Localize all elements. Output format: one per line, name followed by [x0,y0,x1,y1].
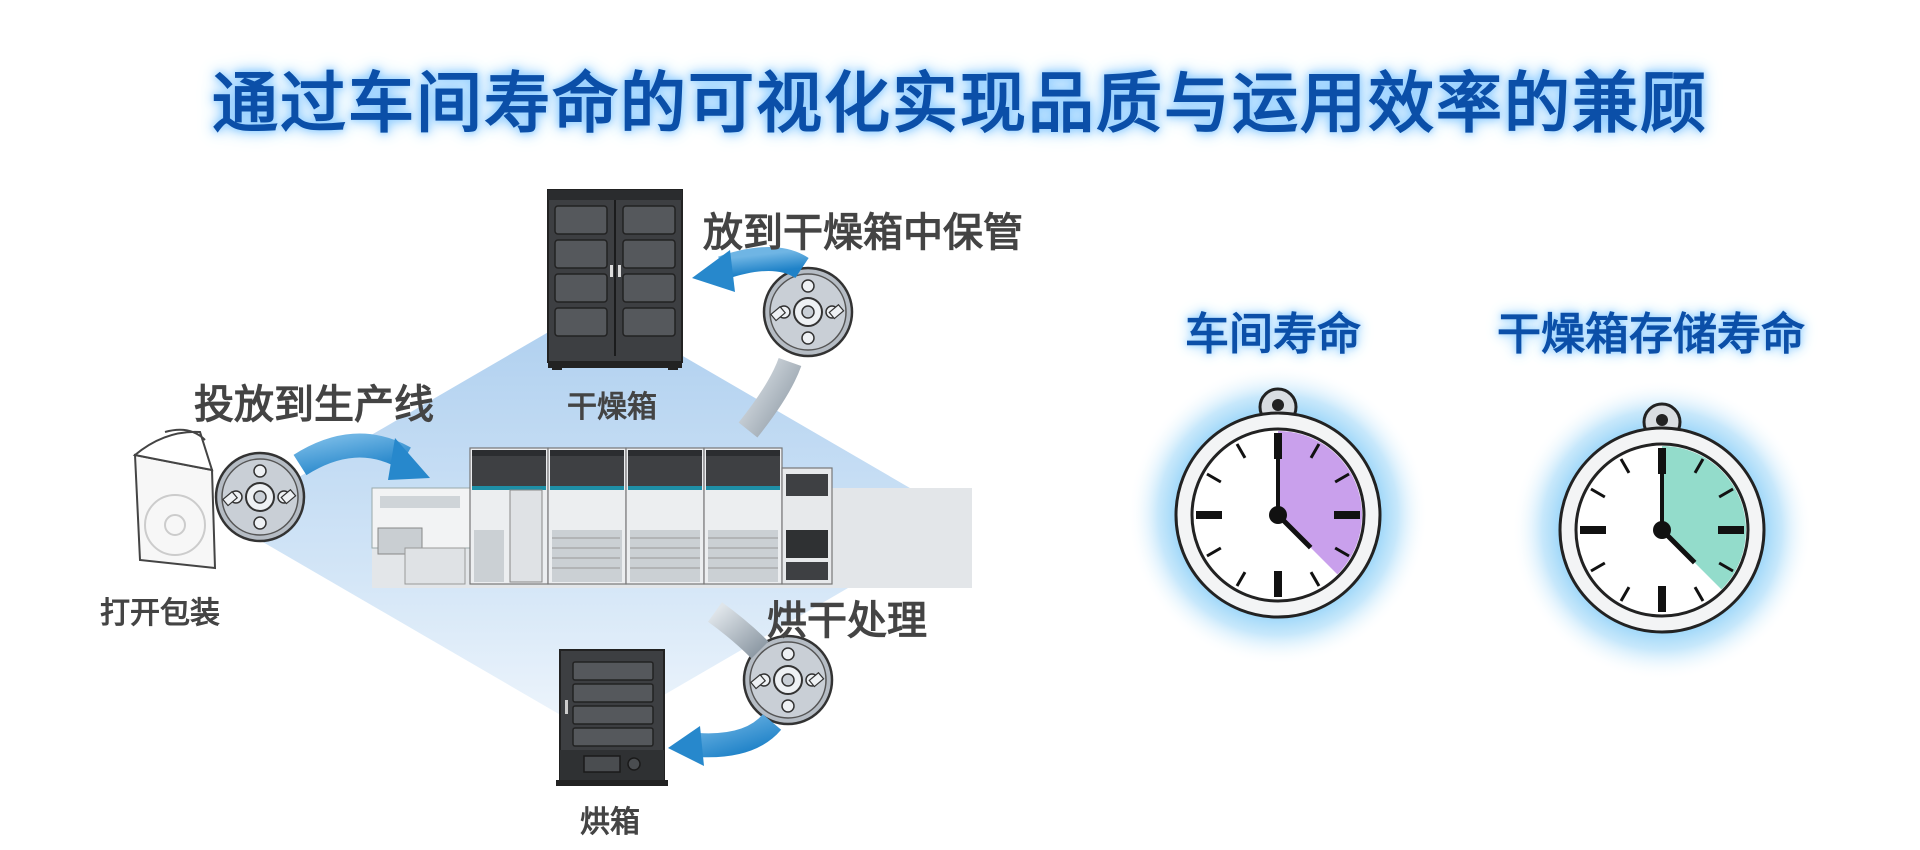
clock-title-dry-storage-life: 干燥箱存储寿命 [1497,309,1805,360]
label-feed-line: 投放到生产线 [194,382,434,428]
clock-ring-hole [1272,399,1284,411]
page-title: 通过车间寿命的可视化实现品质与运用效率的兼顾 [212,65,1708,142]
clock-tick [1590,561,1606,573]
label-open-package: 打开包装 [100,596,220,631]
clock-center-pin [1269,506,1287,524]
clock-2 [1512,380,1812,680]
clock-center-pin [1653,521,1671,539]
clock-tick [1619,586,1631,602]
arrow-to-production-line [293,433,430,480]
clock-tick [1334,472,1350,484]
clock-tick [1693,458,1705,474]
clock-tick [1619,458,1631,474]
clock-tick [1206,472,1222,484]
clock-tick [1718,561,1734,573]
reel-at-package [214,451,306,543]
clock-tick [1206,546,1222,558]
clock-tick [1235,571,1247,587]
clock-tick [1693,586,1705,602]
clock-elapsed-sector [1278,431,1363,575]
production-line-image [371,447,972,588]
label-bake-process: 烘干处理 [767,598,927,644]
clock-tick [1235,443,1247,459]
arrow-to-dry-cabinet [692,247,809,292]
arrow-from-line-to-dry-cabinet [738,357,802,438]
package-bag-image [132,428,217,570]
clock-tick [1718,487,1734,499]
dry-cabinet-image [547,189,683,370]
reel-to-dry-cabinet [762,266,854,358]
clock-1 [1128,365,1428,665]
arrow-from-line-to-oven [707,602,769,659]
clock-title-floor-life: 车间寿命 [1185,309,1361,360]
label-oven: 烘箱 [580,805,640,840]
clock-tick [1309,571,1321,587]
clock-tick [1309,443,1321,459]
clocks-layer [1128,365,1812,680]
clock-elapsed-sector [1662,446,1746,590]
label-store-dry-cabinet: 放到干燥箱中保管 [703,210,1023,256]
label-dry-cabinet: 干燥箱 [567,390,657,425]
clock-ring-hole [1656,414,1668,426]
arrow-to-oven [668,713,782,766]
clock-tick [1334,546,1350,558]
clock-tick [1590,487,1606,499]
oven-image [556,649,668,786]
